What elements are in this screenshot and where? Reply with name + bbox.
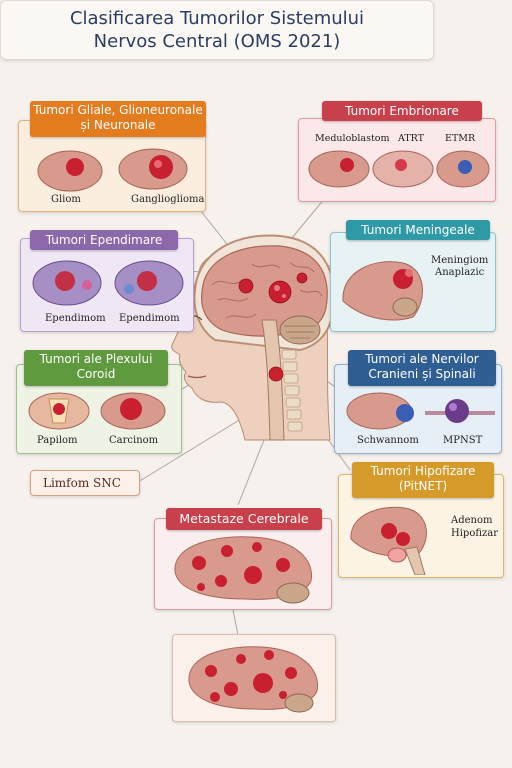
meningeale-item-line-1: Meningiom <box>431 255 489 266</box>
ependimare-header: Tumori Ependimare <box>30 230 178 250</box>
plexul-header-line-1: Tumori ale Plexului <box>39 352 153 366</box>
nervi-item-2: MPNST <box>443 435 483 446</box>
embrionare-item-2: ATRT <box>398 133 424 144</box>
nervi-item-1: Schwannom <box>357 435 419 446</box>
pituitary-brain <box>350 506 427 575</box>
plexul-item-2: Carcinom <box>109 435 159 446</box>
embrionare-item-3: ETMR <box>445 133 476 144</box>
page-title: Clasificarea Tumorilor Sistemului Nervos… <box>0 0 434 60</box>
metastases-brain <box>174 536 312 604</box>
limfom-label: Limfom SNC <box>43 476 121 490</box>
title-line-1: Clasificarea Tumorilor Sistemului <box>69 8 365 29</box>
nervi-header: Tumori ale Nervilor Cranieni și Spinali <box>348 350 496 386</box>
nervi-header-line-1: Tumori ale Nervilor <box>365 352 479 366</box>
limfom-label-box: Limfom SNC <box>30 470 140 496</box>
ependimare-item-2: Ependimom <box>119 313 180 324</box>
glial-header: Tumori Gliale, Glioneuronale și Neuronal… <box>30 101 206 137</box>
hipofizare-header-line-1: Tumori Hipofizare <box>370 464 476 478</box>
title-line-2: Nervos Central (OMS 2021) <box>93 31 341 52</box>
card-embryonal-tumors: Meduloblastom ATRT ETMR <box>298 118 496 202</box>
nervi-header-line-2: Cranieni și Spinali <box>368 367 476 381</box>
embrionare-header: Tumori Embrionare <box>322 101 482 121</box>
choroid-plexus-brains <box>28 392 166 430</box>
metastaze-header: Metastaze Cerebrale <box>166 508 322 530</box>
nerve-tumor-images <box>346 392 495 430</box>
glial-header-line-2: și Neuronale <box>80 118 156 132</box>
hipofizare-header-line-2: (PitNET) <box>398 479 448 493</box>
metastases-brain-detail-image <box>188 646 318 713</box>
plexul-header-line-2: Coroid <box>76 367 116 381</box>
embryonal-brains <box>308 150 490 188</box>
hipofizare-header: Tumori Hipofizare (PitNET) <box>352 462 494 498</box>
card-meningeal-tumors: Meningiom Anaplazic <box>330 232 496 332</box>
ependymal-brains <box>32 260 184 306</box>
glial-item-2: Ganglioglioma <box>131 194 205 205</box>
meningeal-brain <box>342 261 423 321</box>
hipofizare-item-line-1: Adenom <box>451 515 493 526</box>
card-ependymal-tumors: Ependimom Ependimom <box>20 238 194 332</box>
glial-brains <box>37 148 188 192</box>
card-brain-metastases <box>154 518 332 610</box>
metastases-brain-detail <box>172 634 336 722</box>
ependimare-item-1: Ependimom <box>45 313 106 324</box>
meningeale-header: Tumori Meningeale <box>346 220 490 240</box>
glial-header-line-1: Tumori Gliale, Glioneuronale <box>33 103 203 117</box>
hipofizare-item-line-2: Hipofizar <box>451 528 499 539</box>
plexul-header: Tumori ale Plexului Coroid <box>24 350 168 386</box>
embrionare-item-1: Meduloblastom <box>315 133 390 144</box>
glial-item-1: Gliom <box>51 194 81 205</box>
card-cranial-spinal-nerve-tumors: Schwannom MPNST <box>334 364 502 454</box>
plexul-item-1: Papilom <box>37 435 78 446</box>
meningeale-item-line-2: Anaplazic <box>435 267 485 278</box>
